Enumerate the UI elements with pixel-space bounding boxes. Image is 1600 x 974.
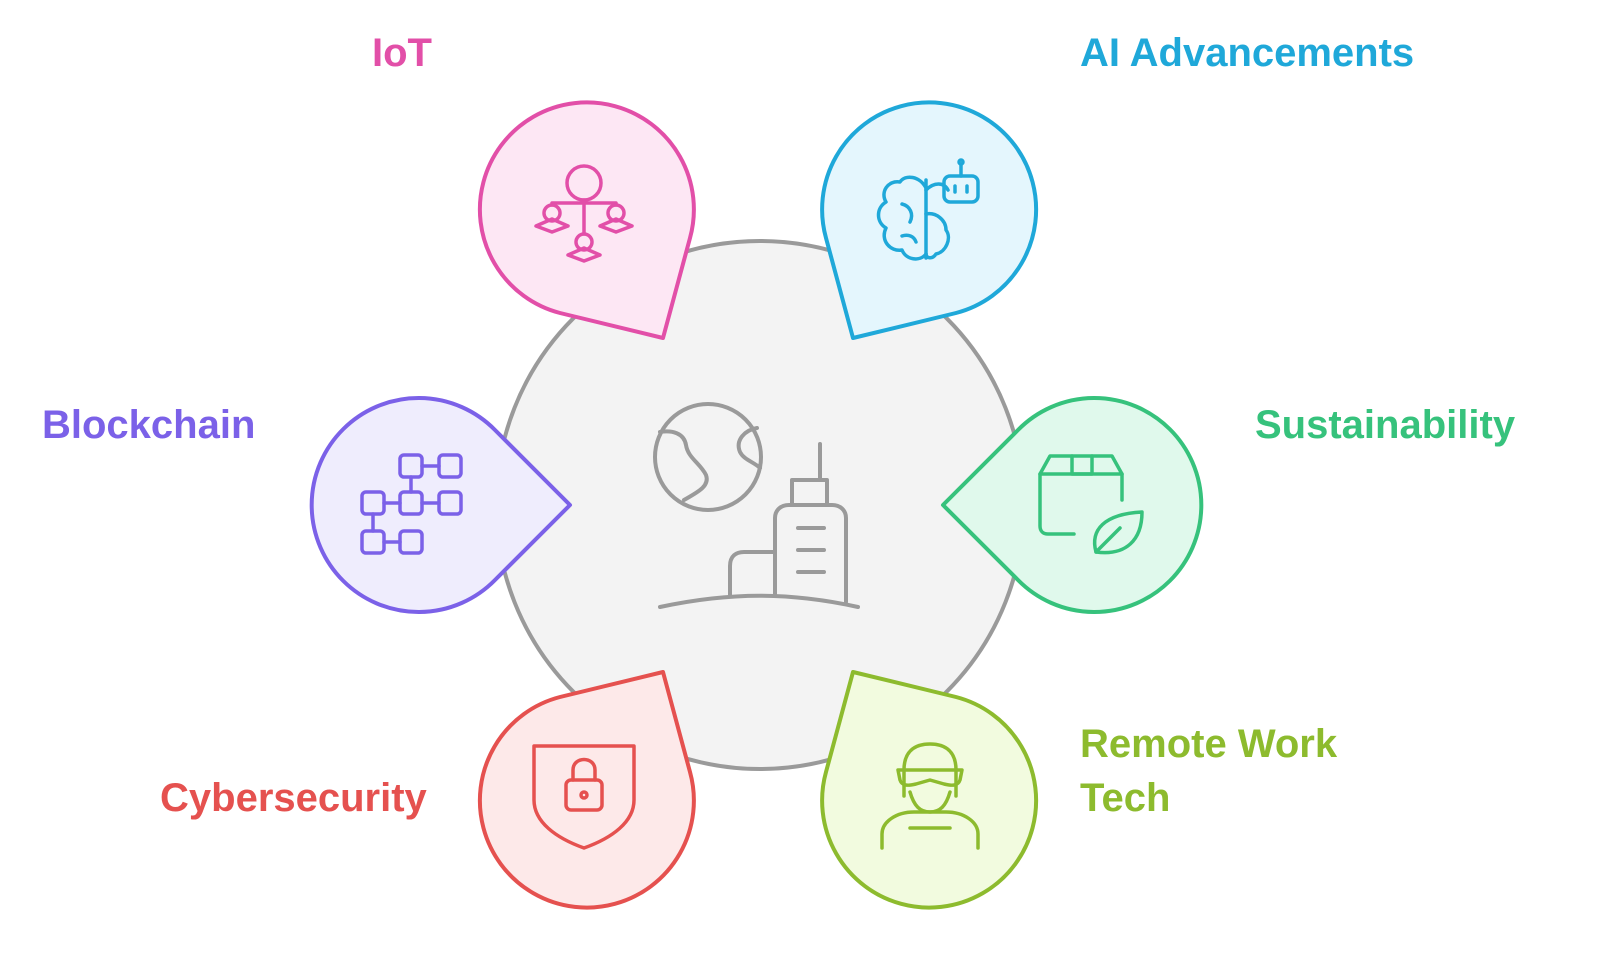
- brain-robot-icon: [876, 158, 980, 261]
- label-sustainability: Sustainability: [1255, 398, 1515, 452]
- label-ai-advancements: AI Advancements: [1080, 26, 1414, 80]
- network-icon: [534, 164, 634, 263]
- node-ai-shape: [820, 100, 1039, 340]
- node-cybersecurity: [477, 670, 696, 910]
- label-blockchain: Blockchain: [42, 398, 255, 452]
- vr-person-icon: [880, 742, 980, 850]
- shield-lock-icon: [532, 744, 636, 850]
- label-remote-line-2: Tech: [1080, 776, 1171, 820]
- label-iot-line-1: IoT: [372, 31, 432, 75]
- node-ai: [820, 100, 1039, 340]
- node-iot: [477, 100, 696, 340]
- node-sustainability-shape: [941, 396, 1204, 614]
- label-cybersecurity-line-1: Cybersecurity: [160, 776, 427, 820]
- label-blockchain-line-1: Blockchain: [42, 403, 256, 447]
- node-blockchain: [309, 396, 572, 614]
- node-sustainability: [941, 396, 1204, 614]
- node-remote-shape: [820, 670, 1039, 910]
- label-remote-work-tech: Remote Work Tech: [1080, 717, 1337, 825]
- node-iot-shape: [477, 100, 696, 340]
- node-cybersecurity-shape: [477, 670, 696, 910]
- eco-package-icon: [1038, 454, 1144, 555]
- label-remote-line-1: Remote Work: [1080, 722, 1338, 766]
- label-sustainability-line-1: Sustainability: [1255, 403, 1516, 447]
- node-blockchain-shape: [309, 396, 572, 614]
- blocks-icon: [360, 453, 463, 555]
- label-iot: IoT: [372, 26, 432, 80]
- label-cybersecurity: Cybersecurity: [160, 771, 427, 825]
- label-ai-line-1: AI Advancements: [1080, 31, 1415, 75]
- city-globe-icon: [653, 402, 860, 609]
- node-remote: [820, 670, 1039, 910]
